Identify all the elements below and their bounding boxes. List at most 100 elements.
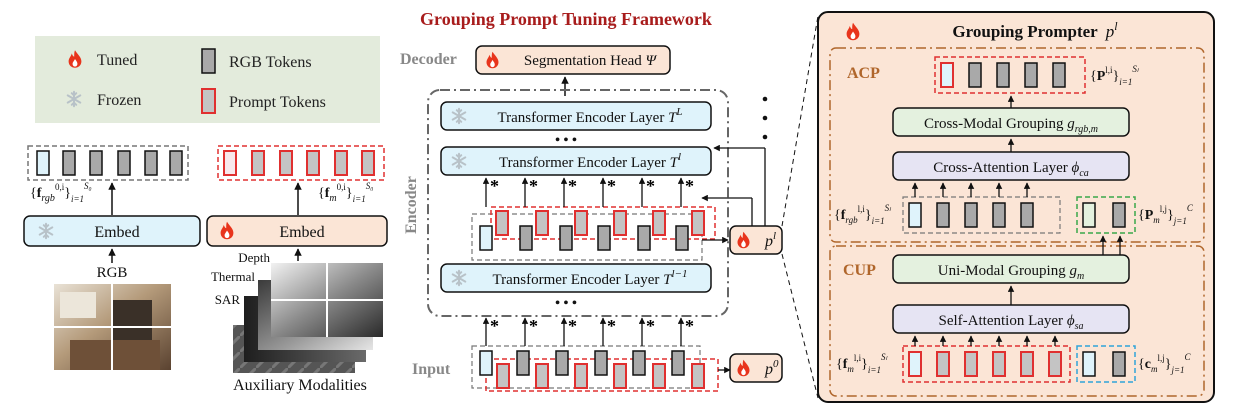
embed-aux-label: Embed — [279, 224, 324, 241]
prompt-token — [279, 150, 293, 176]
rgb-token — [597, 225, 611, 251]
prompt-token — [334, 150, 348, 176]
prompt-token — [535, 210, 549, 236]
prompt-token — [574, 363, 588, 389]
prompt-token — [251, 150, 265, 176]
legend-frozen: Frozen — [97, 92, 141, 109]
rgb-token — [1020, 202, 1034, 228]
encoder-layer-L — [440, 101, 712, 131]
uni-modal-grouping-box — [892, 254, 1130, 284]
star-marker: * — [607, 176, 616, 196]
rgb-token — [519, 225, 533, 251]
svg-text:{fm0,i}i=1S₀: {fm0,i}i=1S₀ — [318, 181, 373, 204]
self-attention-box — [892, 304, 1130, 334]
prompt-token — [691, 210, 705, 236]
svg-text:Cross-Modal Grouping grgb,m: Cross-Modal Grouping grgb,m — [924, 116, 1098, 135]
prompt-token — [361, 150, 375, 176]
rgb-token — [62, 150, 76, 176]
rgb-token — [637, 225, 651, 251]
embed-rgb-label: Embed — [94, 224, 139, 241]
star-marker: * — [646, 316, 655, 336]
star-marker: * — [529, 176, 538, 196]
diagram-title: Grouping Prompt Tuning Framework — [420, 9, 712, 29]
prompt-token — [992, 351, 1006, 377]
star-marker: * — [646, 176, 655, 196]
svg-text:Transformer Encoder Layer Tl−1: Transformer Encoder Layer Tl−1 — [493, 268, 688, 288]
prompt-token — [964, 351, 978, 377]
svg-text:• • •: • • • — [555, 133, 577, 148]
rgb-token — [1052, 62, 1066, 88]
rgb-token — [996, 62, 1010, 88]
embed-aux-box — [206, 215, 388, 247]
rgb-label: RGB — [97, 265, 128, 281]
rgb-token — [936, 202, 950, 228]
rgb-token — [555, 350, 569, 376]
prompt-token — [652, 210, 666, 236]
encoder-layer-l-minus-1 — [440, 263, 712, 293]
prompt-token — [691, 363, 705, 389]
modality-sar: SAR — [215, 292, 241, 307]
rgb-token — [671, 350, 685, 376]
prompt-token — [574, 210, 588, 236]
cup-label: CUP — [843, 262, 876, 279]
prompt-token-swatch — [201, 88, 216, 114]
svg-text:• • •: • • • — [555, 296, 577, 311]
prompt-token — [306, 150, 320, 176]
encoder-layer-l — [440, 146, 712, 176]
svg-text:Uni-Modal Grouping gm: Uni-Modal Grouping gm — [938, 263, 1084, 282]
svg-text:Self-Attention Layer ϕsa: Self-Attention Layer ϕsa — [939, 313, 1084, 332]
svg-text:Transformer Encoder Layer Tl: Transformer Encoder Layer Tl — [499, 151, 681, 171]
blue-prompt-token — [1082, 351, 1096, 377]
cls-token — [908, 351, 922, 377]
left-panel: {frgb0,i}i=1S₀ {fm0,i}i=1S₀ Embed Embed … — [23, 145, 388, 394]
aux-modality-stack: Depth Thermal SAR Auxiliary Modalities — [211, 250, 383, 394]
legend: Tuned Frozen RGB Tokens Prompt Tokens — [35, 36, 380, 123]
rgb-token — [992, 202, 1006, 228]
modality-thermal: Thermal — [211, 269, 255, 284]
cross-attention-box — [892, 151, 1130, 181]
rgb-image — [54, 284, 171, 370]
prompt-token — [613, 363, 627, 389]
encoder-panel: Decoder Segmentation Head Ψ Encoder Tran… — [400, 45, 783, 392]
star-marker: * — [607, 316, 616, 336]
prompt-token — [535, 363, 549, 389]
aux-caption: Auxiliary Modalities — [233, 377, 367, 394]
embed-rgb-box — [23, 215, 201, 247]
rgb-token — [1024, 62, 1038, 88]
star-marker: * — [568, 316, 577, 336]
decoder-label: Decoder — [400, 51, 457, 68]
rgb-token — [594, 350, 608, 376]
svg-text:Transformer Encoder Layer TL: Transformer Encoder Layer TL — [497, 106, 682, 126]
prompter-title: Grouping Prompter — [952, 22, 1098, 41]
legend-tuned: Tuned — [97, 52, 137, 69]
prompt-token — [495, 210, 509, 236]
star-marker: * — [529, 316, 538, 336]
star-marker: * — [685, 176, 694, 196]
star-marker: * — [490, 176, 499, 196]
legend-rgb-tokens: RGB Tokens — [229, 54, 312, 71]
cls-token — [908, 202, 922, 228]
star-marker: * — [490, 316, 499, 336]
legend-prompt-tokens: Prompt Tokens — [229, 94, 326, 111]
cls-token — [479, 225, 493, 251]
blue-prompt-token — [1112, 351, 1126, 377]
rgb-token — [632, 350, 646, 376]
svg-text:Segmentation Head Ψ: Segmentation Head Ψ — [524, 53, 658, 69]
svg-text:Cross-Attention Layer ϕca: Cross-Attention Layer ϕca — [933, 160, 1089, 179]
green-prompt-token — [1082, 202, 1096, 228]
prompt-token — [613, 210, 627, 236]
rgb-token — [964, 202, 978, 228]
svg-text:{frgb0,i}i=1S₀: {frgb0,i}i=1S₀ — [30, 181, 92, 204]
svg-text:{Pl,i}i=1Sₗ: {Pl,i}i=1Sₗ — [1090, 64, 1140, 87]
rgb-token — [89, 150, 103, 176]
acp-label: ACP — [847, 65, 880, 82]
modality-depth: Depth — [238, 250, 270, 265]
encoder-label: Encoder — [403, 176, 420, 234]
star-marker: * — [685, 316, 694, 336]
rgb-token — [144, 150, 158, 176]
rgb-token — [117, 150, 131, 176]
